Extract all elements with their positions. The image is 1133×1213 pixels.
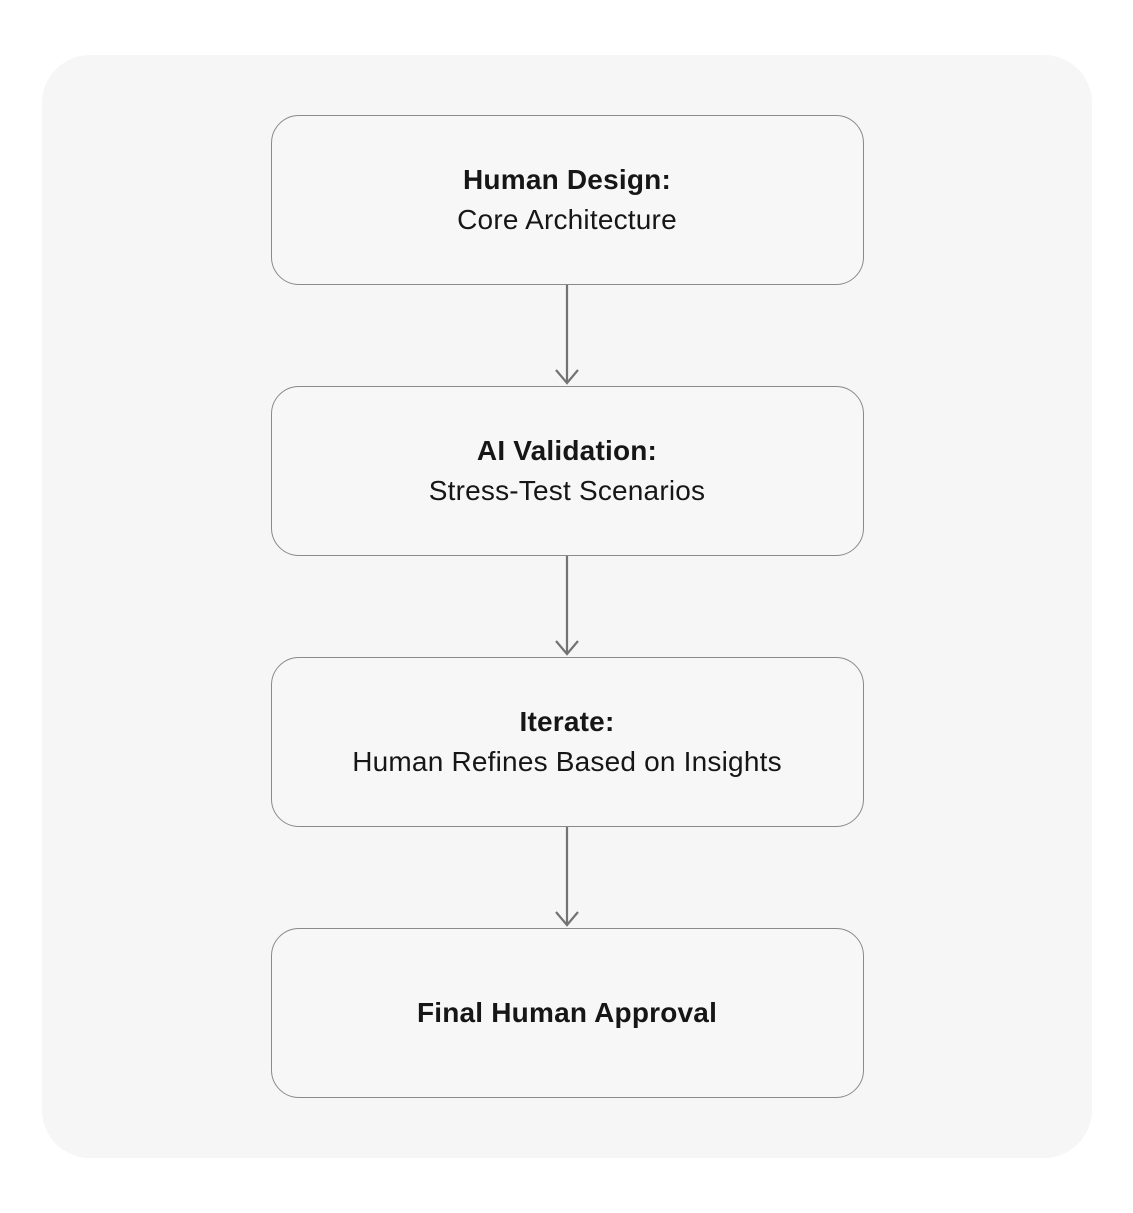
- arrow-down-icon: [555, 285, 579, 385]
- flow-arrow-1: [552, 285, 582, 386]
- node-subtitle: Core Architecture: [457, 204, 677, 235]
- flow-node-final-approval: Final Human Approval: [270, 928, 864, 1098]
- arrow-down-icon: [555, 827, 579, 927]
- node-subtitle: Human Refines Based on Insights: [352, 746, 782, 777]
- flow-node-human-design: Human Design: Core Architecture: [270, 115, 864, 285]
- node-title: AI Validation:: [476, 435, 658, 466]
- flow-arrow-3: [552, 827, 582, 928]
- flow-arrow-2: [552, 556, 582, 657]
- arrow-down-icon: [555, 556, 579, 656]
- node-title: Iterate:: [519, 706, 615, 737]
- flowchart-canvas: Human Design: Core Architecture AI Valid…: [42, 55, 1092, 1158]
- node-title: Human Design:: [463, 164, 671, 195]
- flow-node-iterate: Iterate: Human Refines Based on Insights: [270, 657, 864, 827]
- node-subtitle: Stress-Test Scenarios: [428, 475, 706, 506]
- flow-node-ai-validation: AI Validation: Stress-Test Scenarios: [270, 386, 864, 556]
- node-title: Final Human Approval: [416, 997, 718, 1028]
